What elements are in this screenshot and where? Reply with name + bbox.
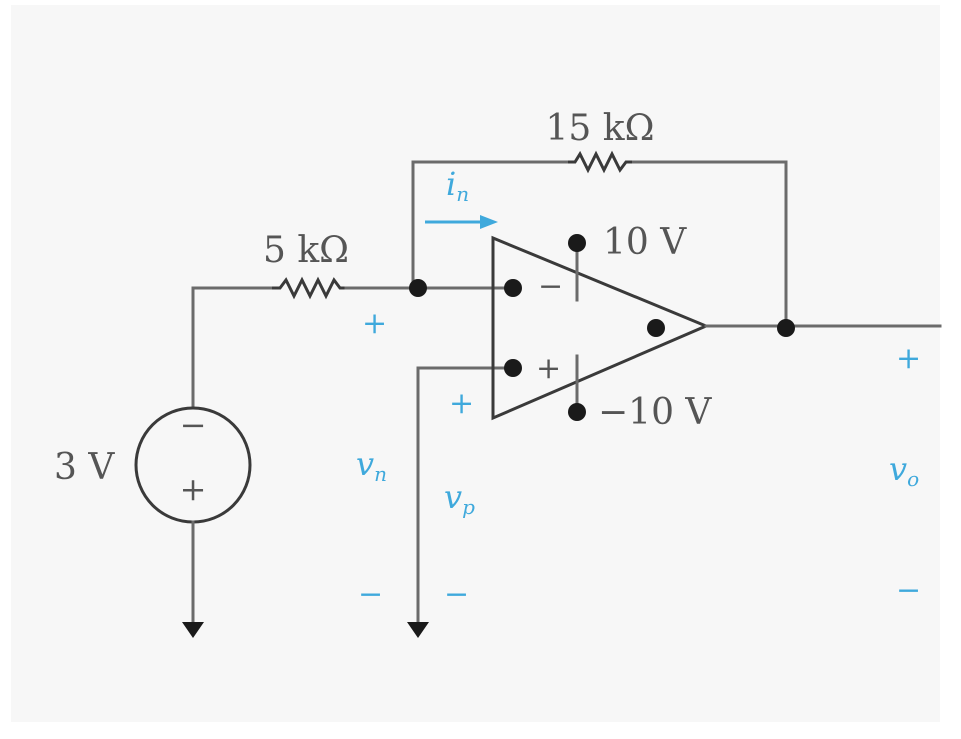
positive-supply-node — [568, 234, 586, 252]
current-label: in — [446, 165, 469, 206]
inverting-input-sign: − — [538, 269, 563, 304]
source-bottom-sign: + — [180, 470, 207, 508]
noninverting-input-sign: + — [536, 351, 561, 386]
vo-plus: + — [896, 341, 921, 376]
output-junction-node — [777, 319, 795, 337]
input-resistor-label: 5 kΩ — [263, 230, 349, 271]
input-wire-left — [191, 286, 274, 410]
vn-minus: − — [358, 577, 383, 612]
vp-label: vp — [444, 478, 475, 519]
junction-node — [409, 279, 427, 297]
noninverting-input-node — [504, 359, 522, 377]
ground-symbol-right — [407, 622, 429, 638]
feedback-wire — [411, 160, 570, 290]
vo-minus: − — [896, 573, 921, 608]
noninverting-wire — [416, 366, 515, 624]
negative-supply-label: −10 V — [598, 392, 712, 433]
vp-minus: − — [444, 577, 469, 612]
positive-supply-label: 10 V — [603, 222, 687, 263]
ground-symbol-left — [182, 622, 204, 638]
vo-label: vo — [889, 450, 919, 491]
opamp-triangle — [491, 235, 710, 421]
input-resistor — [272, 276, 346, 300]
inverting-input-node — [504, 279, 522, 297]
circuit-panel — [11, 5, 940, 722]
vn-label: vn — [356, 445, 387, 486]
negative-supply-node — [568, 403, 586, 421]
source-value-label: 3 V — [54, 447, 115, 488]
feedback-resistor-label: 15 kΩ — [546, 108, 655, 149]
output-node — [647, 319, 665, 337]
vp-plus: + — [449, 386, 474, 421]
source-top-sign: − — [180, 406, 207, 444]
feedback-resistor — [568, 150, 632, 174]
current-arrow-head — [480, 215, 498, 229]
vn-plus: + — [362, 306, 387, 341]
feedback-wire-right — [630, 160, 788, 330]
